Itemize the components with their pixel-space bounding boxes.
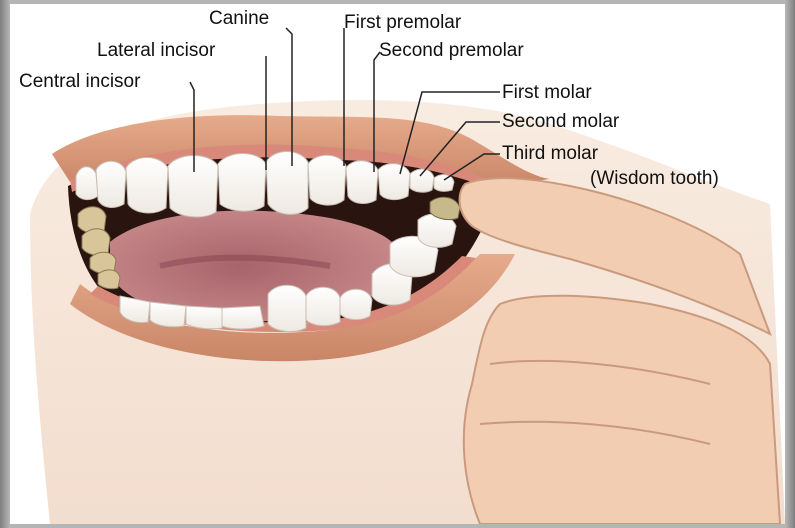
label-third-molar: Third molar — [502, 144, 598, 163]
label-second-molar: Second molar — [502, 112, 619, 131]
label-wisdom-tooth: (Wisdom tooth) — [590, 169, 719, 188]
hand — [464, 296, 780, 524]
label-canine: Canine — [209, 9, 269, 28]
label-central-incisor: Central incisor — [19, 72, 140, 91]
diagram-panel: Canine First premolar Lateral incisor Se… — [10, 4, 785, 524]
label-second-premolar: Second premolar — [379, 41, 524, 60]
back-teeth-right — [430, 197, 460, 219]
label-first-molar: First molar — [502, 83, 592, 102]
label-first-premolar: First premolar — [344, 13, 461, 32]
label-lateral-incisor: Lateral incisor — [97, 41, 215, 60]
